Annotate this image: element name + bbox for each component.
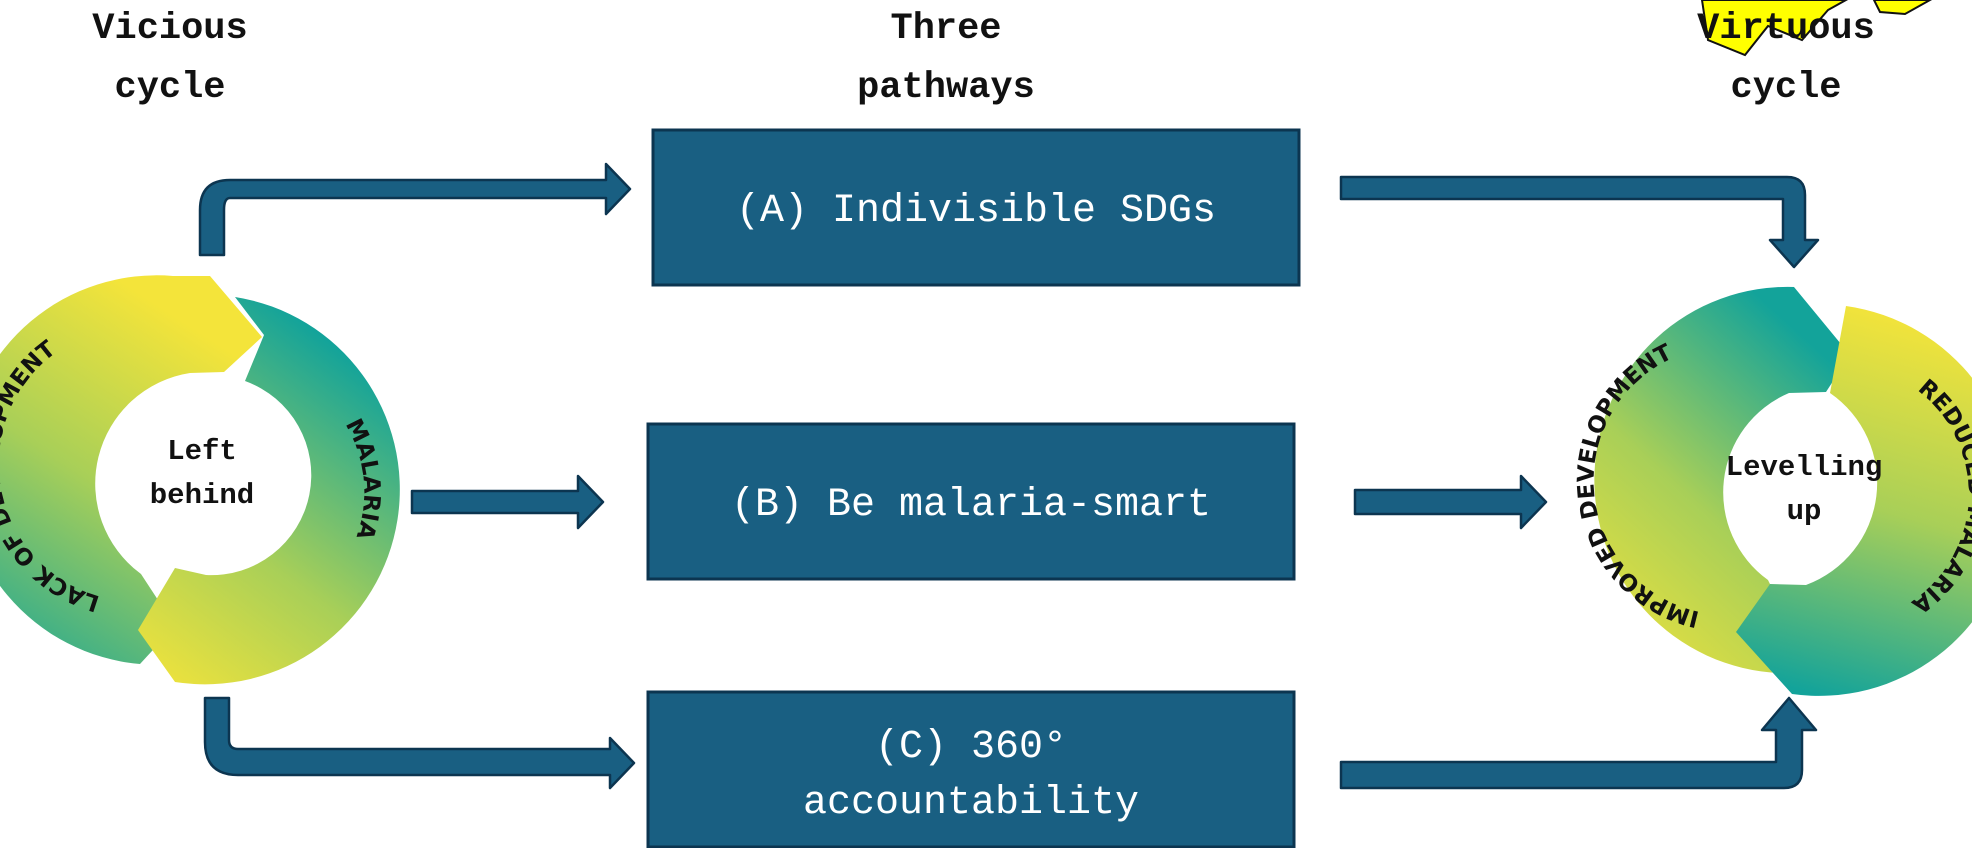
virtuous-center-line2: up <box>1787 495 1822 528</box>
vicious-center-line2: behind <box>150 479 254 512</box>
svg-text:cycle: cycle <box>114 67 225 109</box>
svg-text:cycle: cycle <box>1730 67 1841 109</box>
header-three-pathways: Three pathways <box>857 8 1035 109</box>
vicious-center-line1: Left <box>167 435 237 468</box>
virtuous-center-line1: Levelling <box>1726 451 1883 484</box>
arrow-a-to-virtuous <box>1339 175 1820 269</box>
vicious-cycle-ring: LACK OF DEVELOPMENT MALARIA Left behind <box>0 275 400 685</box>
header-vicious-cycle: Vicious cycle <box>92 8 247 109</box>
pathway-c-box: (C) 360° accountability <box>646 690 1296 848</box>
pathway-b-label: (B) Be malaria-smart <box>731 483 1211 528</box>
vicious-arc-malaria <box>138 297 400 685</box>
svg-text:Virtuous: Virtuous <box>1697 8 1875 50</box>
virtuous-arc-reduced-malaria <box>1736 306 1972 696</box>
vicious-arc-lack-of-development <box>0 275 262 664</box>
svg-text:pathways: pathways <box>857 67 1035 109</box>
arrow-vicious-to-c <box>203 696 636 790</box>
pathway-c-label-line2: accountability <box>803 781 1139 826</box>
arrow-b-to-virtuous <box>1353 474 1548 530</box>
svg-text:Three: Three <box>890 8 1001 50</box>
pathway-a-box: (A) Indivisible SDGs <box>651 128 1301 287</box>
star-burst-icon <box>1700 0 1933 57</box>
svg-text:Vicious: Vicious <box>92 8 247 50</box>
header-virtuous-cycle: Virtuous cycle <box>1697 8 1875 109</box>
pathway-c-label-line1: (C) 360° <box>875 725 1067 770</box>
arrow-vicious-to-b <box>410 474 605 530</box>
arrow-vicious-to-a <box>198 162 632 257</box>
virtuous-cycle-ring: IMPROVED DEVELOPMENT REDUCED MALARIA Lev… <box>1573 286 1972 696</box>
pathway-a-label: (A) Indivisible SDGs <box>736 189 1216 234</box>
pathway-b-box: (B) Be malaria-smart <box>646 422 1296 581</box>
virtuous-arc-improved-development <box>1594 286 1850 673</box>
arrow-c-to-virtuous <box>1339 696 1818 790</box>
